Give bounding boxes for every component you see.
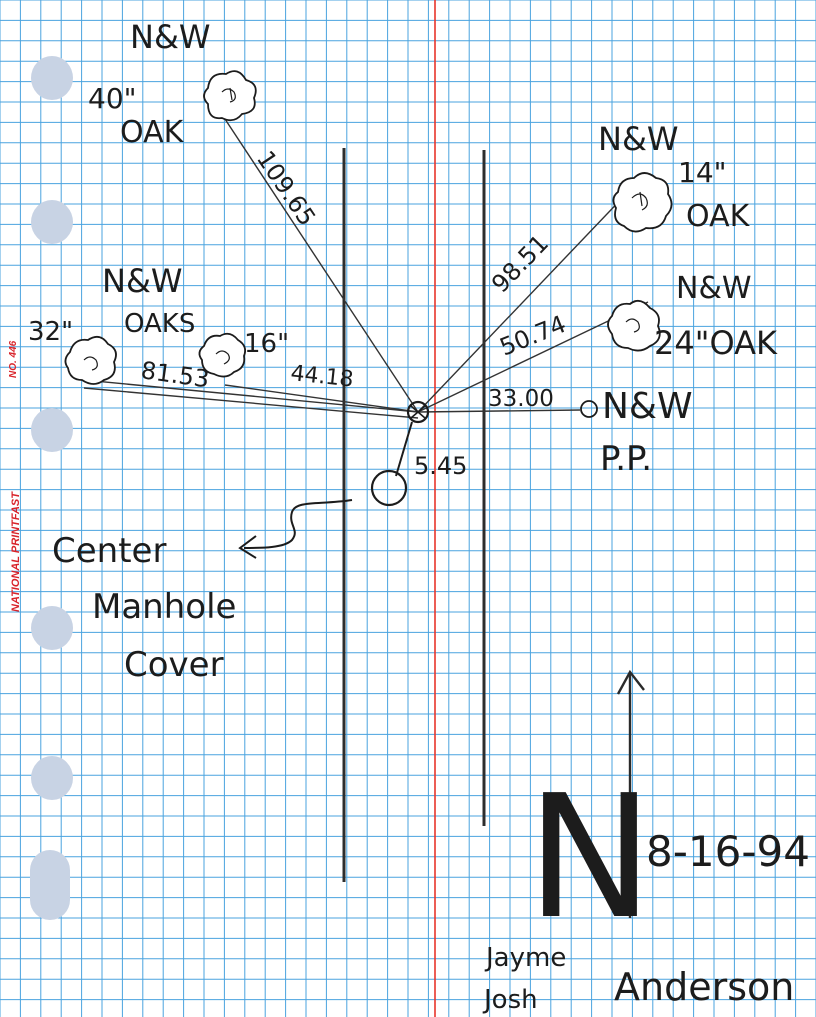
- oak16-size-label: 16": [244, 329, 289, 359]
- oak24-name-label: 24"OAK: [654, 324, 778, 362]
- power-pole-icon: [580, 400, 598, 418]
- manhole-cover-circle: [370, 469, 408, 507]
- ray-to-14in-oak: [417, 191, 629, 413]
- oak40-species-label: OAK: [120, 115, 185, 150]
- oaks-group-species-label: OAKS: [124, 309, 195, 339]
- manhole-offset-line: [395, 421, 413, 477]
- binder-hole: [31, 408, 73, 452]
- binder-slot: [30, 850, 70, 920]
- manhole-label-line-2: Manhole: [92, 587, 236, 627]
- binder-holes: [30, 56, 73, 920]
- manhole-label-line-3: Cover: [124, 645, 224, 685]
- ray-to-40in-oak: [222, 115, 419, 413]
- distance-to-power-pole: 33.00: [488, 386, 554, 412]
- binder-hole: [31, 200, 73, 244]
- callout-curve: [243, 499, 353, 549]
- ray-to-power-pole: [417, 409, 581, 413]
- north-arrow-icon: [616, 669, 645, 918]
- ray-to-16in-oak: [224, 384, 419, 413]
- tree-32in-oak-icon: [64, 335, 117, 385]
- tree-40in-oak-icon: [203, 70, 257, 122]
- oaks-group-status-label: N&W: [102, 262, 183, 300]
- reference-point-cross: [410, 405, 426, 419]
- surveyor-last-name: Anderson: [614, 965, 794, 1009]
- binder-hole: [31, 606, 73, 650]
- oak24-status-label: N&W: [676, 271, 752, 306]
- reference-point-marker: [406, 400, 430, 424]
- survey-date: 8-16-94: [646, 827, 810, 876]
- binder-hole: [31, 56, 73, 100]
- oak14-status-label: N&W: [598, 120, 679, 158]
- surveyor-first-name-1: Jayme: [484, 943, 566, 973]
- tree-14in-oak-icon: [612, 172, 673, 233]
- tree-24in-oak-icon: [607, 299, 661, 352]
- oak40-status-label: N&W: [130, 18, 211, 56]
- surveyor-first-name-2: Josh: [482, 985, 538, 1015]
- distance-to-manhole: 5.45: [414, 452, 467, 480]
- callout-arrowhead-icon: [238, 535, 257, 559]
- oak14-species-label: OAK: [686, 199, 751, 234]
- north-letter: N: [526, 759, 653, 957]
- power-pole-status-label: N&W: [602, 386, 693, 427]
- ray-to-32in-oak-a: [83, 379, 419, 413]
- oak40-size-label: 40": [88, 82, 137, 115]
- ray-to-32in-oak-b: [83, 387, 419, 419]
- manhole-label-line-1: Center: [52, 531, 166, 571]
- tree-16in-oak-icon: [198, 332, 247, 378]
- measurement-lines: [83, 115, 649, 419]
- binder-hole: [31, 756, 73, 800]
- power-pole-name-label: P.P.: [600, 439, 652, 479]
- brand-imprint: NATIONAL PRINTFAST: [10, 491, 22, 612]
- form-number: NO. 446: [8, 340, 19, 378]
- oak32-size-label: 32": [28, 317, 73, 347]
- oak14-size-label: 14": [678, 156, 727, 189]
- tree-symbols: [64, 70, 673, 385]
